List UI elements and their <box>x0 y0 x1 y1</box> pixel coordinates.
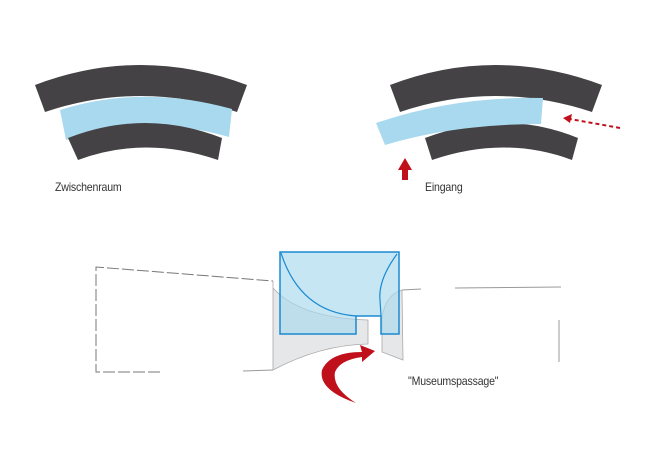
museumspassage-plan <box>95 251 562 403</box>
entrance-space <box>376 97 543 145</box>
museum-block <box>279 251 400 335</box>
right-building-outline <box>401 286 562 362</box>
eingang-label: Eingang <box>425 180 463 194</box>
entrance-arrow-icon <box>398 158 412 180</box>
eingang-diagram <box>376 65 621 180</box>
dashed-arrow-line <box>569 118 621 129</box>
zwischenraum-diagram <box>35 65 247 160</box>
upper-wall <box>390 65 602 112</box>
outline-segment <box>242 369 274 372</box>
left-building-outline <box>95 266 274 373</box>
curved-wall-right <box>379 253 398 317</box>
dashed-arrow-head-icon <box>563 114 572 123</box>
upper-wall <box>35 65 247 112</box>
lower-wall <box>425 123 578 160</box>
curved-wall-left <box>280 252 357 317</box>
passage-arrow-icon <box>321 345 375 403</box>
zwischenraum-label: Zwischenraum <box>55 180 122 194</box>
lower-wall <box>68 123 222 160</box>
museumspassage-label: "Museumspassage" <box>408 374 499 388</box>
